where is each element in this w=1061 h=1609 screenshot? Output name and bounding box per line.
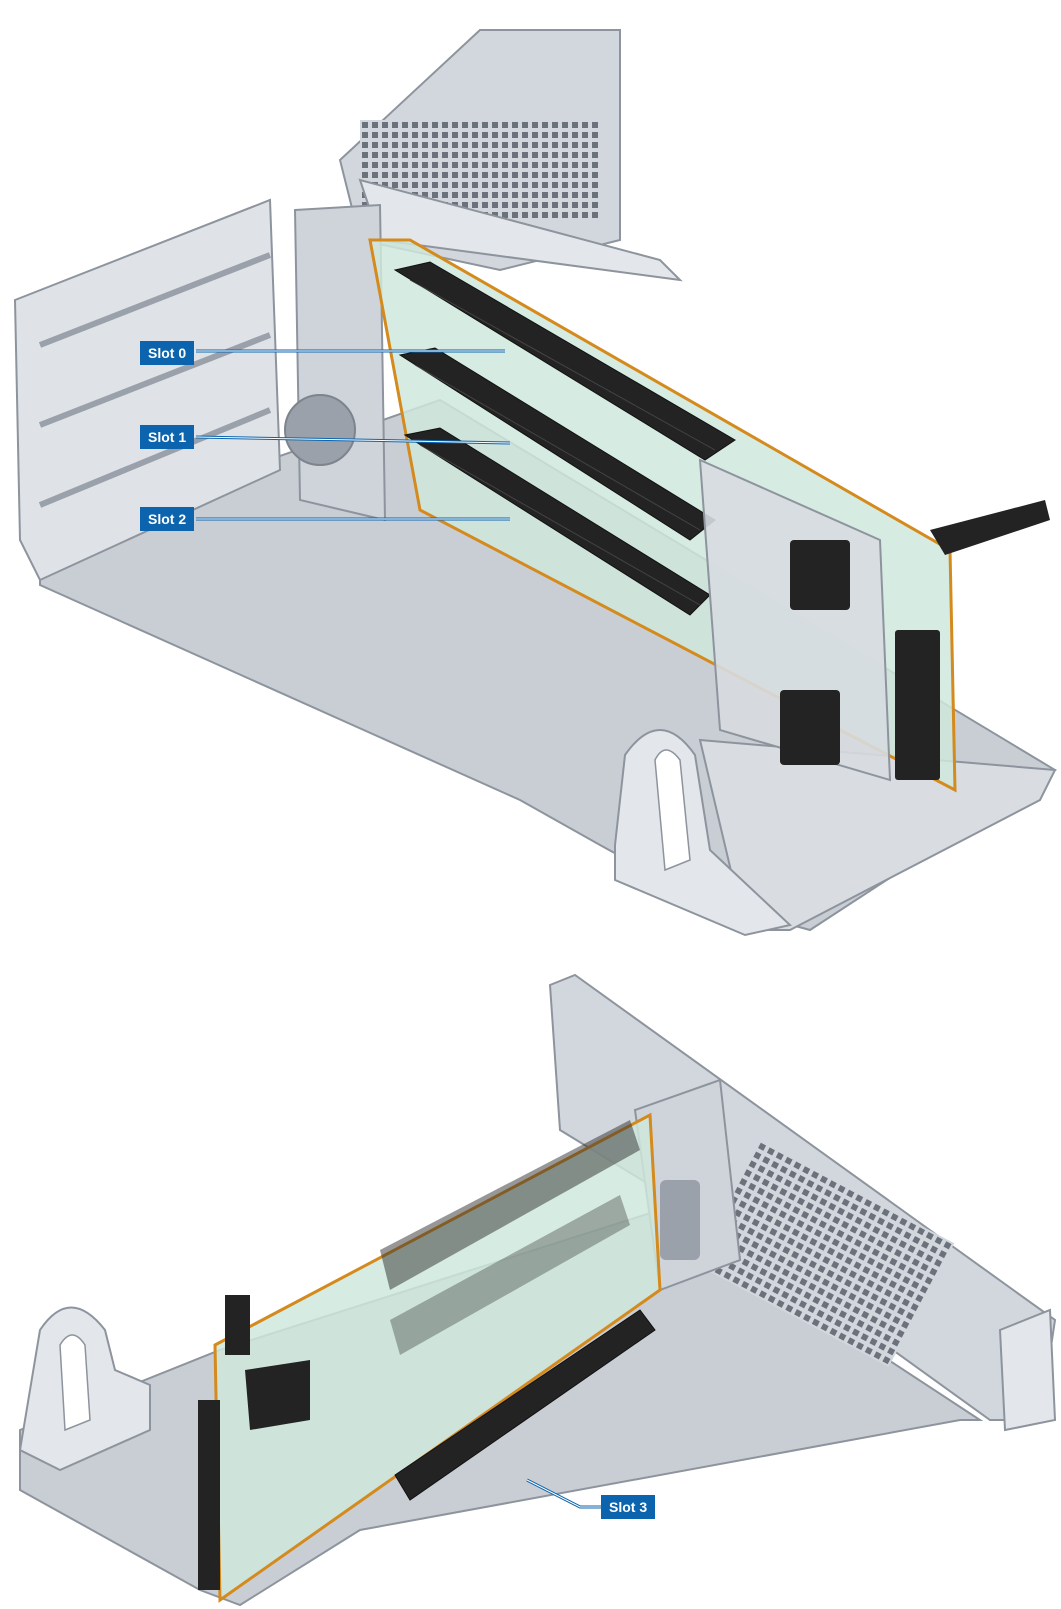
upper-retention-clip-1 bbox=[790, 540, 850, 610]
upper-front-handle-opening bbox=[654, 749, 691, 872]
upper-power-connector bbox=[895, 630, 940, 780]
lower-front-handle-opening bbox=[59, 1334, 91, 1432]
leader-line-highlights bbox=[195, 350, 601, 1508]
upper-riser-assembly bbox=[13, 29, 1057, 937]
slot-0-connector bbox=[393, 261, 736, 461]
upper-latch-lever bbox=[930, 500, 1050, 555]
slot-3-label: Slot 3 bbox=[601, 1495, 656, 1519]
slot-connector-ribs bbox=[409, 279, 716, 606]
slot-1-label: Slot 1 bbox=[140, 425, 195, 449]
lower-ghost-connector-2 bbox=[390, 1195, 630, 1355]
slot-3-connector bbox=[394, 1309, 656, 1501]
slot-0-label: Slot 0 bbox=[140, 341, 195, 365]
lower-vent-grid bbox=[694, 1140, 955, 1367]
upper-retention-clip-2 bbox=[780, 690, 840, 765]
lower-retention-clip bbox=[225, 1295, 250, 1355]
slot-2-label: Slot 2 bbox=[140, 507, 195, 531]
lower-ghost-connector-1 bbox=[380, 1120, 640, 1290]
upper-fan-screw-boss bbox=[284, 394, 356, 466]
lower-right-slot-bracket bbox=[998, 1308, 1057, 1432]
lower-riser-assembly bbox=[18, 973, 1057, 1607]
lower-power-connector bbox=[198, 1400, 220, 1590]
lower-plunger bbox=[660, 1180, 700, 1260]
lower-latch-lever bbox=[245, 1360, 310, 1430]
